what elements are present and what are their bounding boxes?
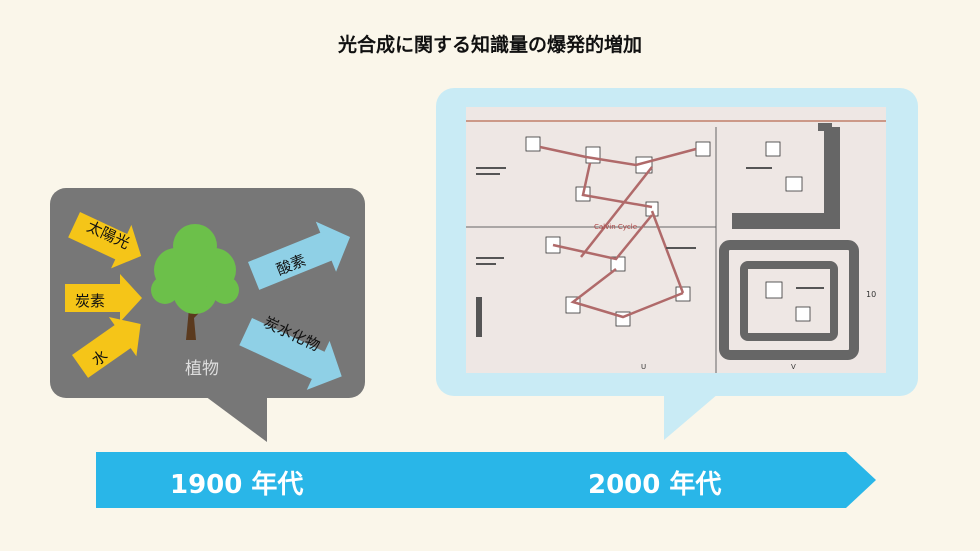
tree-icon: [151, 224, 239, 340]
bubble-tail-right: [664, 394, 718, 440]
input-label-carbon: 炭素: [75, 292, 106, 310]
output-arrow-carbohydrate: [239, 318, 342, 390]
map-mark-v: V: [791, 363, 796, 371]
input-arrow-sunlight: [68, 212, 142, 269]
plant-label: 植物: [185, 359, 219, 379]
metabolic-pathway-map: Calvin Cycle U V 10: [466, 107, 886, 373]
era-label-1900s: 1900 年代: [170, 470, 304, 500]
map-mark-u: U: [641, 363, 646, 371]
slide-title: 光合成に関する知識量の爆発的増加: [337, 34, 642, 56]
input-arrow-carbon: [65, 274, 142, 322]
input-arrow-water: [72, 316, 141, 378]
output-arrow-oxygen: [248, 221, 351, 290]
bubble-tail-left: [205, 396, 267, 442]
map-center-label: Calvin Cycle: [594, 223, 637, 231]
timeline-arrow: [96, 452, 876, 508]
map-mark-10: 10: [866, 290, 876, 299]
era-label-2000s: 2000 年代: [588, 470, 722, 500]
pathway-map-drawing: Calvin Cycle U V 10: [466, 107, 886, 373]
